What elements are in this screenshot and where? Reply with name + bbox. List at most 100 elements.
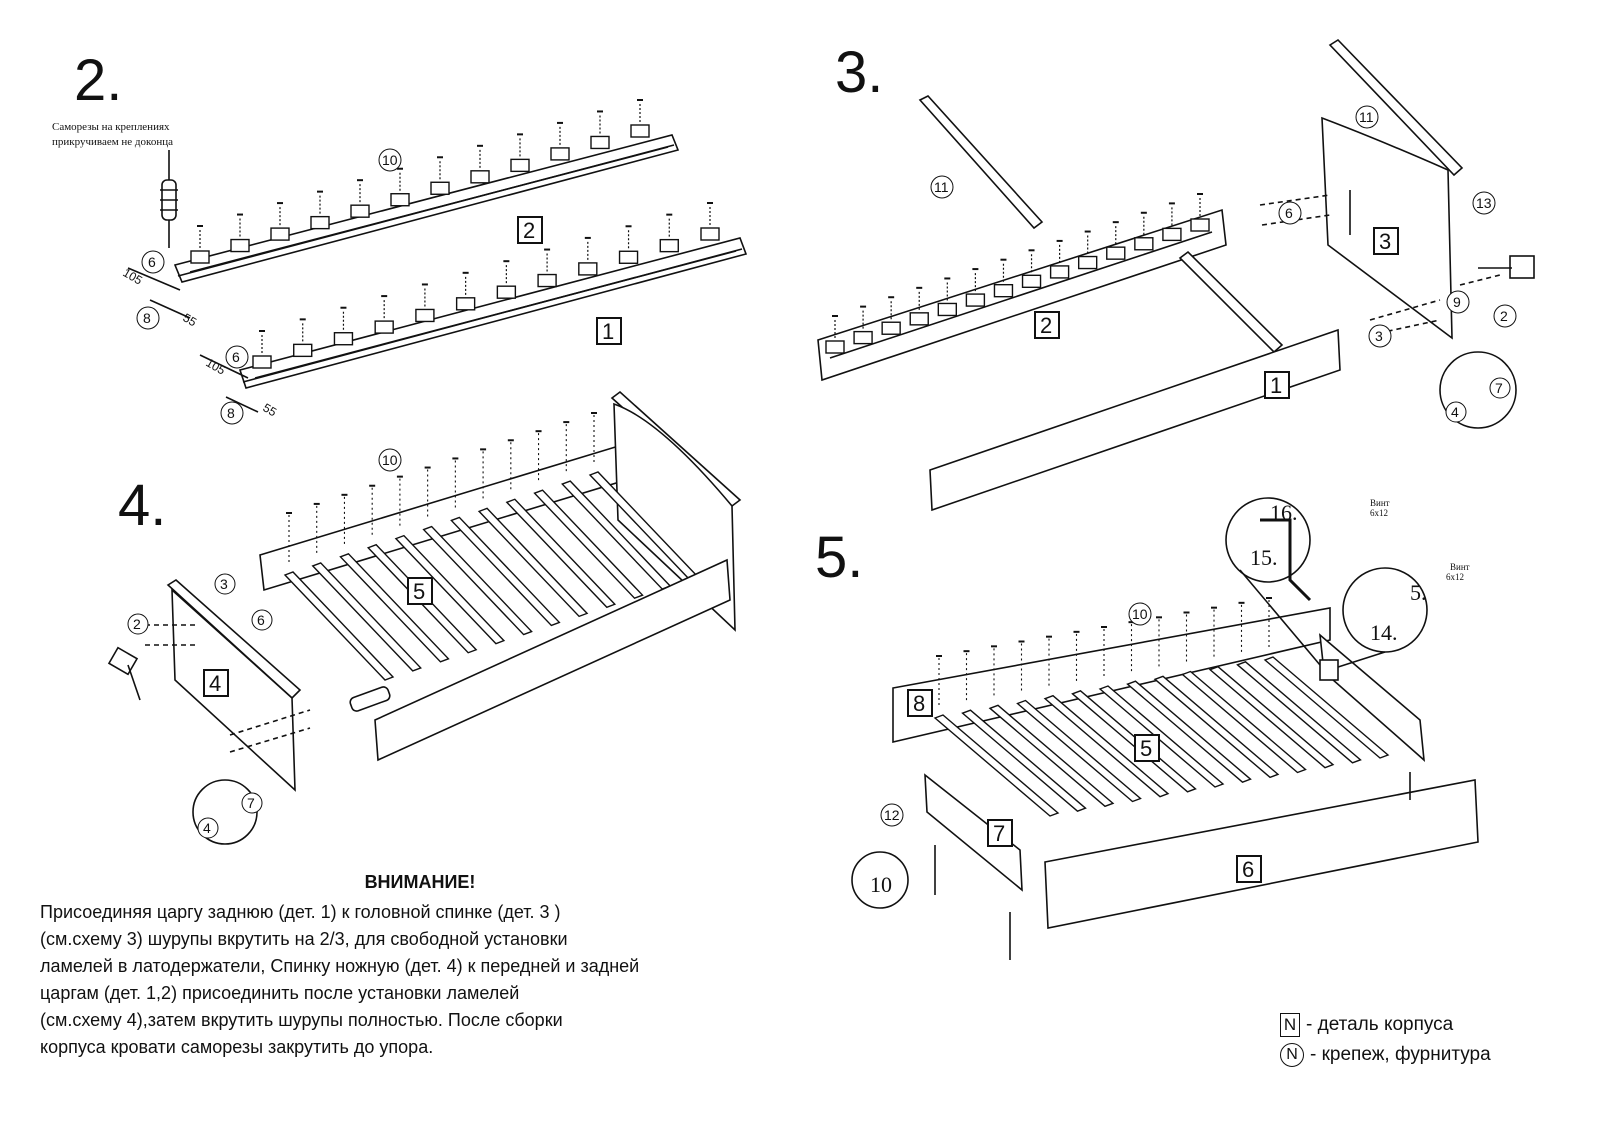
lath-holder <box>881 321 901 335</box>
lath-holder <box>310 215 330 230</box>
part-2: 2 <box>1040 313 1052 338</box>
lath-holder <box>630 124 650 138</box>
lath-holder <box>993 283 1014 298</box>
callout-4: 4 <box>203 820 211 836</box>
step2-parts: 2 1 <box>517 216 622 345</box>
callout-10: 10 <box>1132 606 1148 622</box>
lath-holder <box>1190 218 1210 232</box>
screw-label-right-line2: 6х12 <box>1446 572 1464 582</box>
callout-7: 7 <box>247 795 255 811</box>
lath-slat <box>339 553 450 663</box>
lath-holder <box>510 158 530 173</box>
fitting-15: 15. <box>1250 545 1278 570</box>
callout-4: 4 <box>1451 404 1459 420</box>
callout-7: 7 <box>1495 380 1503 396</box>
callout-10: 10 <box>382 152 398 168</box>
step5-drawing <box>851 497 1479 960</box>
step2-dim-a-top: 105 <box>121 265 146 287</box>
lath-holder <box>537 273 557 288</box>
lath-slat <box>505 498 617 609</box>
lath-holder <box>455 297 476 311</box>
callout-10: 10 <box>382 452 398 468</box>
callout-6: 6 <box>1285 205 1293 221</box>
lath-holder <box>937 302 958 317</box>
lath-slat <box>1016 699 1142 803</box>
lath-slat <box>283 571 395 681</box>
lath-holder <box>350 204 370 218</box>
callout-6: 6 <box>148 254 156 270</box>
lath-slat <box>1098 685 1225 788</box>
lath-slat <box>1153 675 1280 779</box>
lath-holder <box>496 285 517 299</box>
lath-slat <box>533 489 644 599</box>
callout-10-zoom: 10 <box>870 872 892 897</box>
lath-holder <box>430 181 450 195</box>
legend-row-part: N - деталь корпуса <box>1280 1010 1491 1040</box>
callout-8: 8 <box>227 405 235 421</box>
callout-8: 8 <box>143 310 151 326</box>
lath-holder <box>190 250 210 264</box>
step-number-4: 4. <box>118 473 166 538</box>
callout-11: 11 <box>934 179 949 195</box>
part-4: 4 <box>209 671 221 696</box>
part-1: 1 <box>602 319 614 344</box>
lath-holder <box>1134 237 1154 251</box>
lath-holder <box>293 343 313 358</box>
step5-fittings: 16. 15. 5. 14. Винт 6х12 Винт 6х12 <box>1250 498 1470 645</box>
part-7: 7 <box>993 821 1005 846</box>
step2-callouts: 10 6 8 6 8 <box>136 148 402 425</box>
step3-parts: 2 3 1 <box>1034 227 1399 399</box>
lath-holder <box>252 355 272 369</box>
step-number-5: 5. <box>815 525 863 590</box>
legend-circle-text: - крепеж, фурнитура <box>1310 1044 1491 1065</box>
lath-holder <box>909 312 929 326</box>
warning-line: царгам (дет. 1,2) присоединить после уст… <box>40 983 520 1003</box>
callout-2: 2 <box>133 616 141 632</box>
callout-11: 11 <box>1359 109 1374 125</box>
lath-holder <box>659 238 679 253</box>
legend-box-text: - деталь корпуса <box>1306 1014 1454 1035</box>
lath-holder <box>965 293 986 307</box>
part-2: 2 <box>523 218 535 243</box>
screw-label-right-line1: Винт <box>1450 562 1470 572</box>
legend-box-symbol: N <box>1280 1013 1300 1037</box>
lath-slat <box>1236 661 1362 764</box>
warning-block: ВНИМАНИЕ! Присоединяя царгу заднюю (дет.… <box>40 872 800 1061</box>
warning-title: ВНИМАНИЕ! <box>364 872 476 892</box>
lath-slat <box>477 507 589 618</box>
legend: N - деталь корпуса N - крепеж, фурнитура <box>1280 1010 1491 1070</box>
part-8: 8 <box>913 691 925 716</box>
warning-line: ламелей в латодержатели, Спинку ножную (… <box>40 956 640 976</box>
lath-holder <box>270 227 290 241</box>
lath-holder <box>550 147 570 161</box>
step2-drawing <box>127 99 748 413</box>
lath-holder <box>230 238 250 253</box>
callout-2: 2 <box>1500 308 1508 324</box>
step5-parts: 8 5 7 6 <box>907 689 1262 883</box>
lath-slat <box>450 516 561 627</box>
lath-holder <box>1021 274 1042 289</box>
lath-slat <box>961 709 1087 812</box>
step2-note-line1: Саморезы на креплениях <box>52 121 170 133</box>
lath-holder <box>1077 255 1098 270</box>
lath-holder <box>1162 227 1182 242</box>
warning-line: корпуса кровати саморезы закрутить до уп… <box>40 1037 434 1057</box>
lath-slat <box>933 714 1060 817</box>
fitting-14: 14. <box>1370 620 1398 645</box>
step-number-2: 2. <box>74 48 122 113</box>
part-6: 6 <box>1242 857 1254 882</box>
callout-6: 6 <box>257 612 265 628</box>
lath-holder <box>700 227 720 241</box>
lath-slat <box>1181 670 1307 774</box>
part-3: 3 <box>1379 229 1391 254</box>
lath-holder <box>618 250 639 264</box>
legend-row-fastener: N - крепеж, фурнитура <box>1280 1040 1491 1070</box>
warning-line: Присоединяя царгу заднюю (дет. 1) к голо… <box>40 902 561 922</box>
lath-holder <box>578 262 598 276</box>
callout-6: 6 <box>232 349 240 365</box>
fitting-16: 16. <box>1270 500 1298 525</box>
callout-3: 3 <box>1375 328 1383 344</box>
step5-callouts: 10 12 10 <box>870 602 1152 897</box>
lath-slat <box>311 562 422 672</box>
